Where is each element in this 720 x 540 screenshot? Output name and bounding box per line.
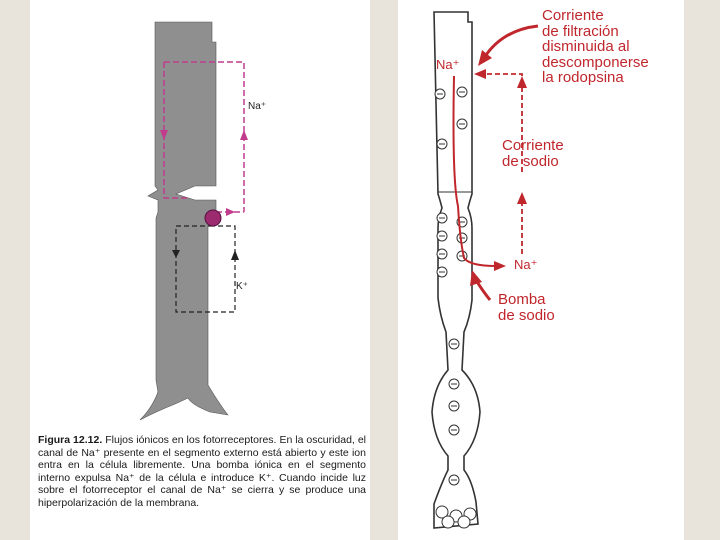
k-label-left: K⁺: [236, 282, 248, 292]
sodium-current-path: [454, 76, 497, 266]
arrow-up-red-lower: [517, 192, 527, 204]
pump-line-2: de sodio: [498, 308, 555, 324]
na-label-top: Na⁺: [436, 58, 459, 71]
filtration-line-5: la rodopsina: [542, 70, 649, 86]
filtration-line-2: de filtración: [542, 24, 649, 40]
ion-symbols: [435, 87, 476, 528]
arrow-right-red: [494, 261, 506, 271]
arrow-right-pink: [226, 208, 235, 216]
ion-minus-signs: [437, 92, 465, 480]
figure-caption: Figura 12.12. Flujos iónicos en los foto…: [38, 434, 366, 510]
filtration-line-1: Corriente: [542, 8, 649, 24]
sodium-current-label: Corriente de sodio: [502, 138, 564, 169]
caption-title: Figura 12.12.: [38, 434, 102, 446]
filtration-arrowhead: [478, 50, 492, 66]
ion: [458, 516, 470, 528]
sodium-line-1: Corriente: [502, 138, 564, 154]
right-figure-panel: Na⁺ Na⁺ Corriente de filtración disminui…: [398, 0, 684, 540]
pump-line-1: Bomba: [498, 292, 555, 308]
filtration-line-4: descomponerse: [542, 55, 649, 71]
arrow-up-pink: [240, 130, 248, 140]
filtration-line-3: disminuida al: [542, 39, 649, 55]
ion-pump: [205, 210, 221, 226]
filtration-arrow: [484, 26, 538, 58]
sodium-pump-label: Bomba de sodio: [498, 292, 555, 323]
pump-arrowhead: [470, 270, 482, 286]
arrow-up-black: [231, 250, 239, 260]
arrow-left-red-dashed: [474, 69, 486, 79]
na-label-right: Na⁺: [514, 258, 537, 271]
sodium-line-2: de sodio: [502, 154, 564, 170]
na-label-left: Na⁺: [248, 102, 266, 112]
ion: [442, 516, 454, 528]
left-figure-panel: Na⁺ K⁺ Figura 12.12. Flujos iónicos en l…: [30, 0, 370, 540]
arrow-up-red-upper: [517, 76, 527, 88]
filtration-current-label: Corriente de filtración disminuida al de…: [542, 8, 649, 86]
